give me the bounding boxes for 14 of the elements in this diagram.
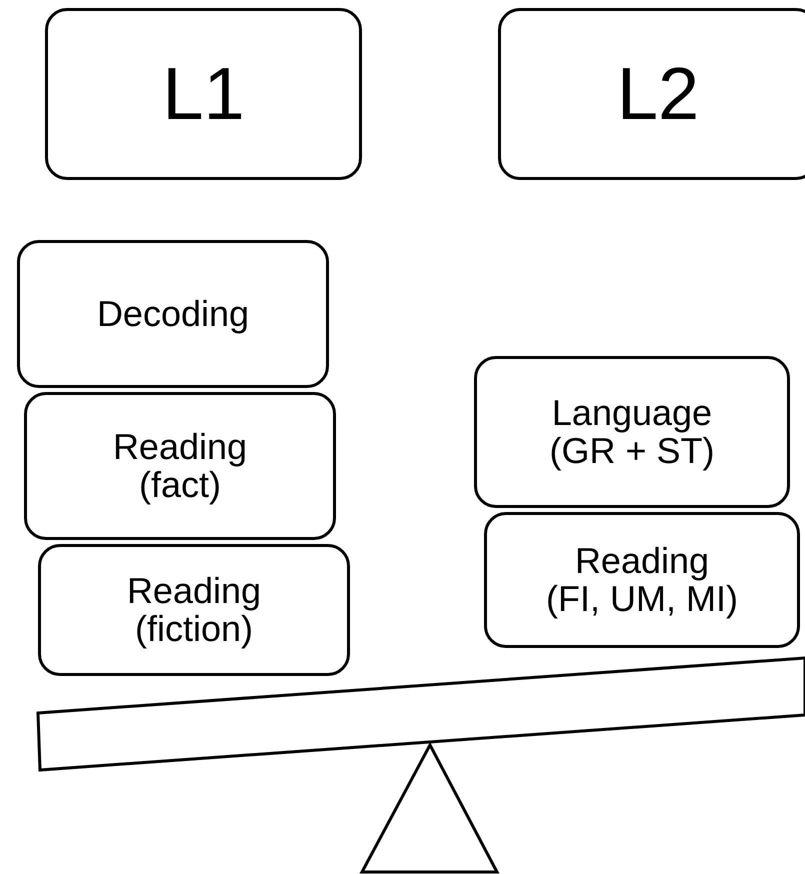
box-label: Decoding [96,295,250,333]
box-label: L2 [616,55,700,133]
text-box [484,512,800,648]
text-box [498,8,805,180]
box-label: Reading (fiction) [126,572,262,648]
box-label: L1 [162,55,245,133]
text-box [17,240,329,388]
text-box [24,392,336,540]
text-box [45,8,362,180]
box-label: Reading (fact) [112,428,248,504]
text-box [474,356,790,508]
box-label: Language (GR + ST) [548,394,716,470]
text-box [38,544,350,676]
box-label: Reading (FI, UM, MI) [545,542,739,618]
